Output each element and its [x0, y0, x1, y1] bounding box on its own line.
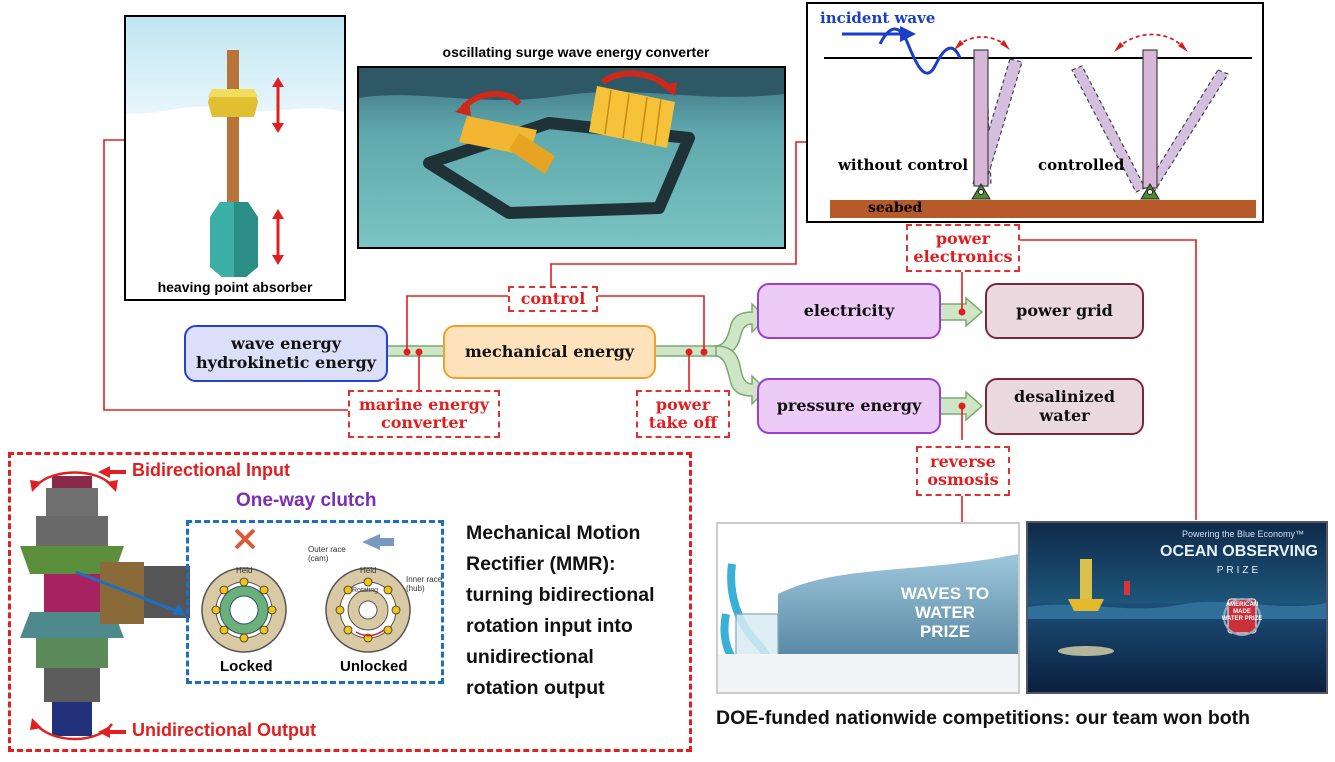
heaving-absorber-illustration	[126, 17, 344, 277]
incident-wave-label: incident wave	[820, 9, 936, 27]
ocean-observing-prize-image: Powering the Blue Economy™ OCEAN OBSERVI…	[1026, 521, 1328, 694]
mmr-panel	[8, 452, 692, 752]
reverse-osmosis-label: reverse osmosis	[916, 446, 1010, 496]
badge-line-1: AMERICAN	[1225, 602, 1259, 608]
ocean-observing-prize-word: PRIZE	[1216, 565, 1262, 576]
waves-to-water-prize-image: WAVES TO WATER PRIZE	[716, 522, 1020, 694]
clutch-rotating-label: Rotating	[352, 587, 379, 594]
mmr-desc-line-6: rotation output	[466, 677, 605, 699]
seabed-label: seabed	[868, 200, 923, 216]
control-label: control	[508, 286, 598, 312]
mmr-desc-line-3: turning bidirectional	[466, 584, 655, 606]
w2w-title: WAVES TO WATER PRIZE	[870, 584, 1018, 641]
electricity-text: electricity	[803, 300, 895, 320]
w2w-title-line-2: PRIZE	[919, 622, 971, 641]
pressure-energy-text: pressure energy	[776, 395, 922, 415]
power-take-off-text: power take off	[648, 394, 718, 432]
electricity-box: electricity	[757, 283, 941, 339]
mechanical-energy-box: mechanical energy	[443, 325, 656, 379]
wave-energy-box: wave energy hydrokinetic energy	[184, 325, 388, 382]
power-electronics-label: power electronics	[906, 224, 1020, 272]
mechanical-energy-text: mechanical energy	[464, 341, 635, 361]
clutch-held-label-2: Held	[360, 566, 377, 575]
clutch-held-label-1: Held	[236, 566, 253, 575]
mmr-desc-line-4: rotation input into	[466, 615, 633, 637]
clutch-outer-race-label: Outer race (cam)	[308, 545, 346, 563]
control-comparison-image: incident wave without control controlled…	[806, 2, 1264, 223]
w2w-title-line-1: WAVES TO WATER	[900, 584, 990, 622]
one-way-clutch-title: One-way clutch	[236, 490, 377, 511]
clutch-locked-label: Locked	[220, 658, 273, 675]
power-electronics-text: power electronics	[913, 228, 1013, 266]
marine-energy-converter-label: marine energy converter	[348, 390, 500, 438]
mmr-desc-line-5: unidirectional	[466, 646, 594, 668]
without-control-label: without control	[838, 156, 969, 174]
ocean-observing-illustration	[1028, 523, 1326, 692]
control-text: control	[520, 288, 586, 308]
controlled-label: controlled	[1038, 156, 1125, 174]
heaving-caption: heaving point absorber	[157, 279, 313, 295]
clutch-diagram	[201, 528, 411, 653]
powering-blue-economy-text: Powering the Blue Economy™	[1181, 529, 1305, 539]
bidirectional-input-label: Bidirectional Input	[132, 460, 291, 480]
mmr-gearbox-illustration	[20, 466, 190, 741]
badge-line-3: WATER PRIZE	[1221, 616, 1263, 622]
one-way-clutch-panel	[186, 520, 444, 684]
mmr-desc-line-1: Mechanical Motion	[466, 522, 641, 544]
mmr-description: Mechanical Motion Rectifier (MMR): turni…	[466, 518, 688, 704]
power-grid-box: power grid	[985, 283, 1144, 339]
badge-text: AMERICAN MADE WATER PRIZE	[1202, 602, 1282, 623]
control-illustration	[824, 26, 1256, 218]
heaving-point-absorber-image: heaving point absorber	[124, 15, 346, 301]
power-take-off-label: power take off	[636, 390, 730, 438]
clutch-inner-race-label: Inner race (hub)	[406, 575, 443, 593]
badge-line-2: MADE	[1233, 609, 1251, 615]
mmr-desc-line-2: Rectifier (MMR):	[466, 553, 616, 575]
oscillating-surge-image	[357, 66, 786, 249]
desalinized-water-box: desalinized water	[985, 378, 1144, 435]
ocean-observing-title: OCEAN OBSERVING	[1160, 543, 1318, 560]
unidirectional-output-label: Unidirectional Output	[132, 720, 316, 740]
marine-energy-converter-text: marine energy converter	[358, 394, 490, 432]
pressure-energy-box: pressure energy	[757, 378, 941, 434]
prizes-caption: DOE-funded nationwide competitions: our …	[716, 707, 1251, 729]
wave-energy-text: wave energy hydrokinetic energy	[196, 334, 376, 372]
desalinized-water-text: desalinized water	[1013, 387, 1116, 425]
surge-converter-illustration	[359, 68, 784, 247]
reverse-osmosis-text: reverse osmosis	[927, 451, 999, 489]
surge-caption: oscillating surge wave energy converter	[442, 44, 710, 60]
power-grid-text: power grid	[1016, 300, 1113, 320]
waves-to-water-illustration	[718, 524, 1018, 692]
clutch-unlocked-label: Unlocked	[340, 658, 408, 675]
